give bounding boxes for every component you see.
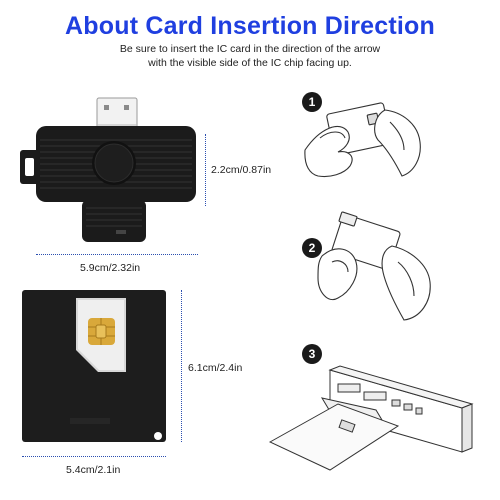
card-width-dimension-line [22,456,166,457]
page-title: About Card Insertion Direction [65,12,435,40]
reader-height-dimension-line [205,134,206,206]
step-1-badge: 1 [302,92,322,112]
card-height-dimension-line [181,290,182,442]
step-3-badge: 3 [302,344,322,364]
reader-width-label: 5.9cm/2.32in [80,262,141,274]
card-height-label: 6.1cm/2.4in [188,362,243,374]
instruction-line-1: Be sure to insert the IC card in the dir… [119,43,381,55]
instruction-text: Be sure to insert the IC card in the dir… [0,42,500,70]
reader-width-dimension-line [36,254,198,255]
instruction-line-2: with the visible side of the IC chip fac… [148,57,352,69]
card-width-label: 5.4cm/2.1in [66,464,121,476]
step-2-badge: 2 [302,238,322,258]
reader-height-label: 2.2cm/0.87in [211,164,272,176]
